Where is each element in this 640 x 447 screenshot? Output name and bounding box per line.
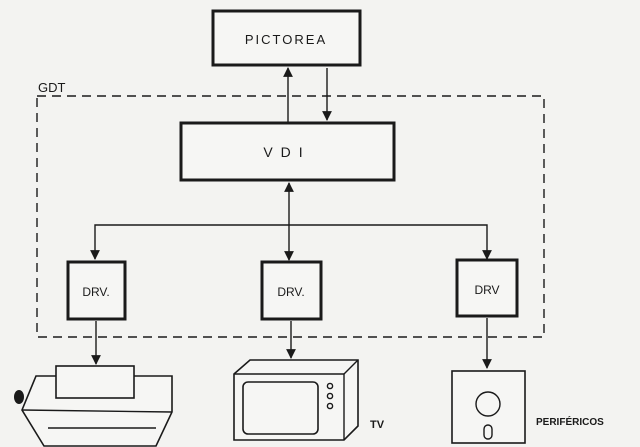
driver-label-left: DRV. bbox=[82, 285, 109, 299]
arrow-vdi-drv-sides bbox=[95, 225, 487, 259]
vdi-label: VDI bbox=[263, 144, 310, 160]
gdt-label: GDT bbox=[38, 80, 66, 95]
tv-icon bbox=[234, 360, 358, 440]
disk-icon bbox=[452, 371, 525, 443]
driver-label-right: DRV bbox=[474, 283, 499, 297]
driver-label-center: DRV. bbox=[277, 285, 304, 299]
printer-icon bbox=[14, 366, 172, 446]
peripherals-label: PERIFÉRICOS bbox=[536, 415, 604, 428]
pictorea-label: PICTOREA bbox=[245, 32, 327, 47]
tv-label: TV bbox=[370, 419, 385, 431]
